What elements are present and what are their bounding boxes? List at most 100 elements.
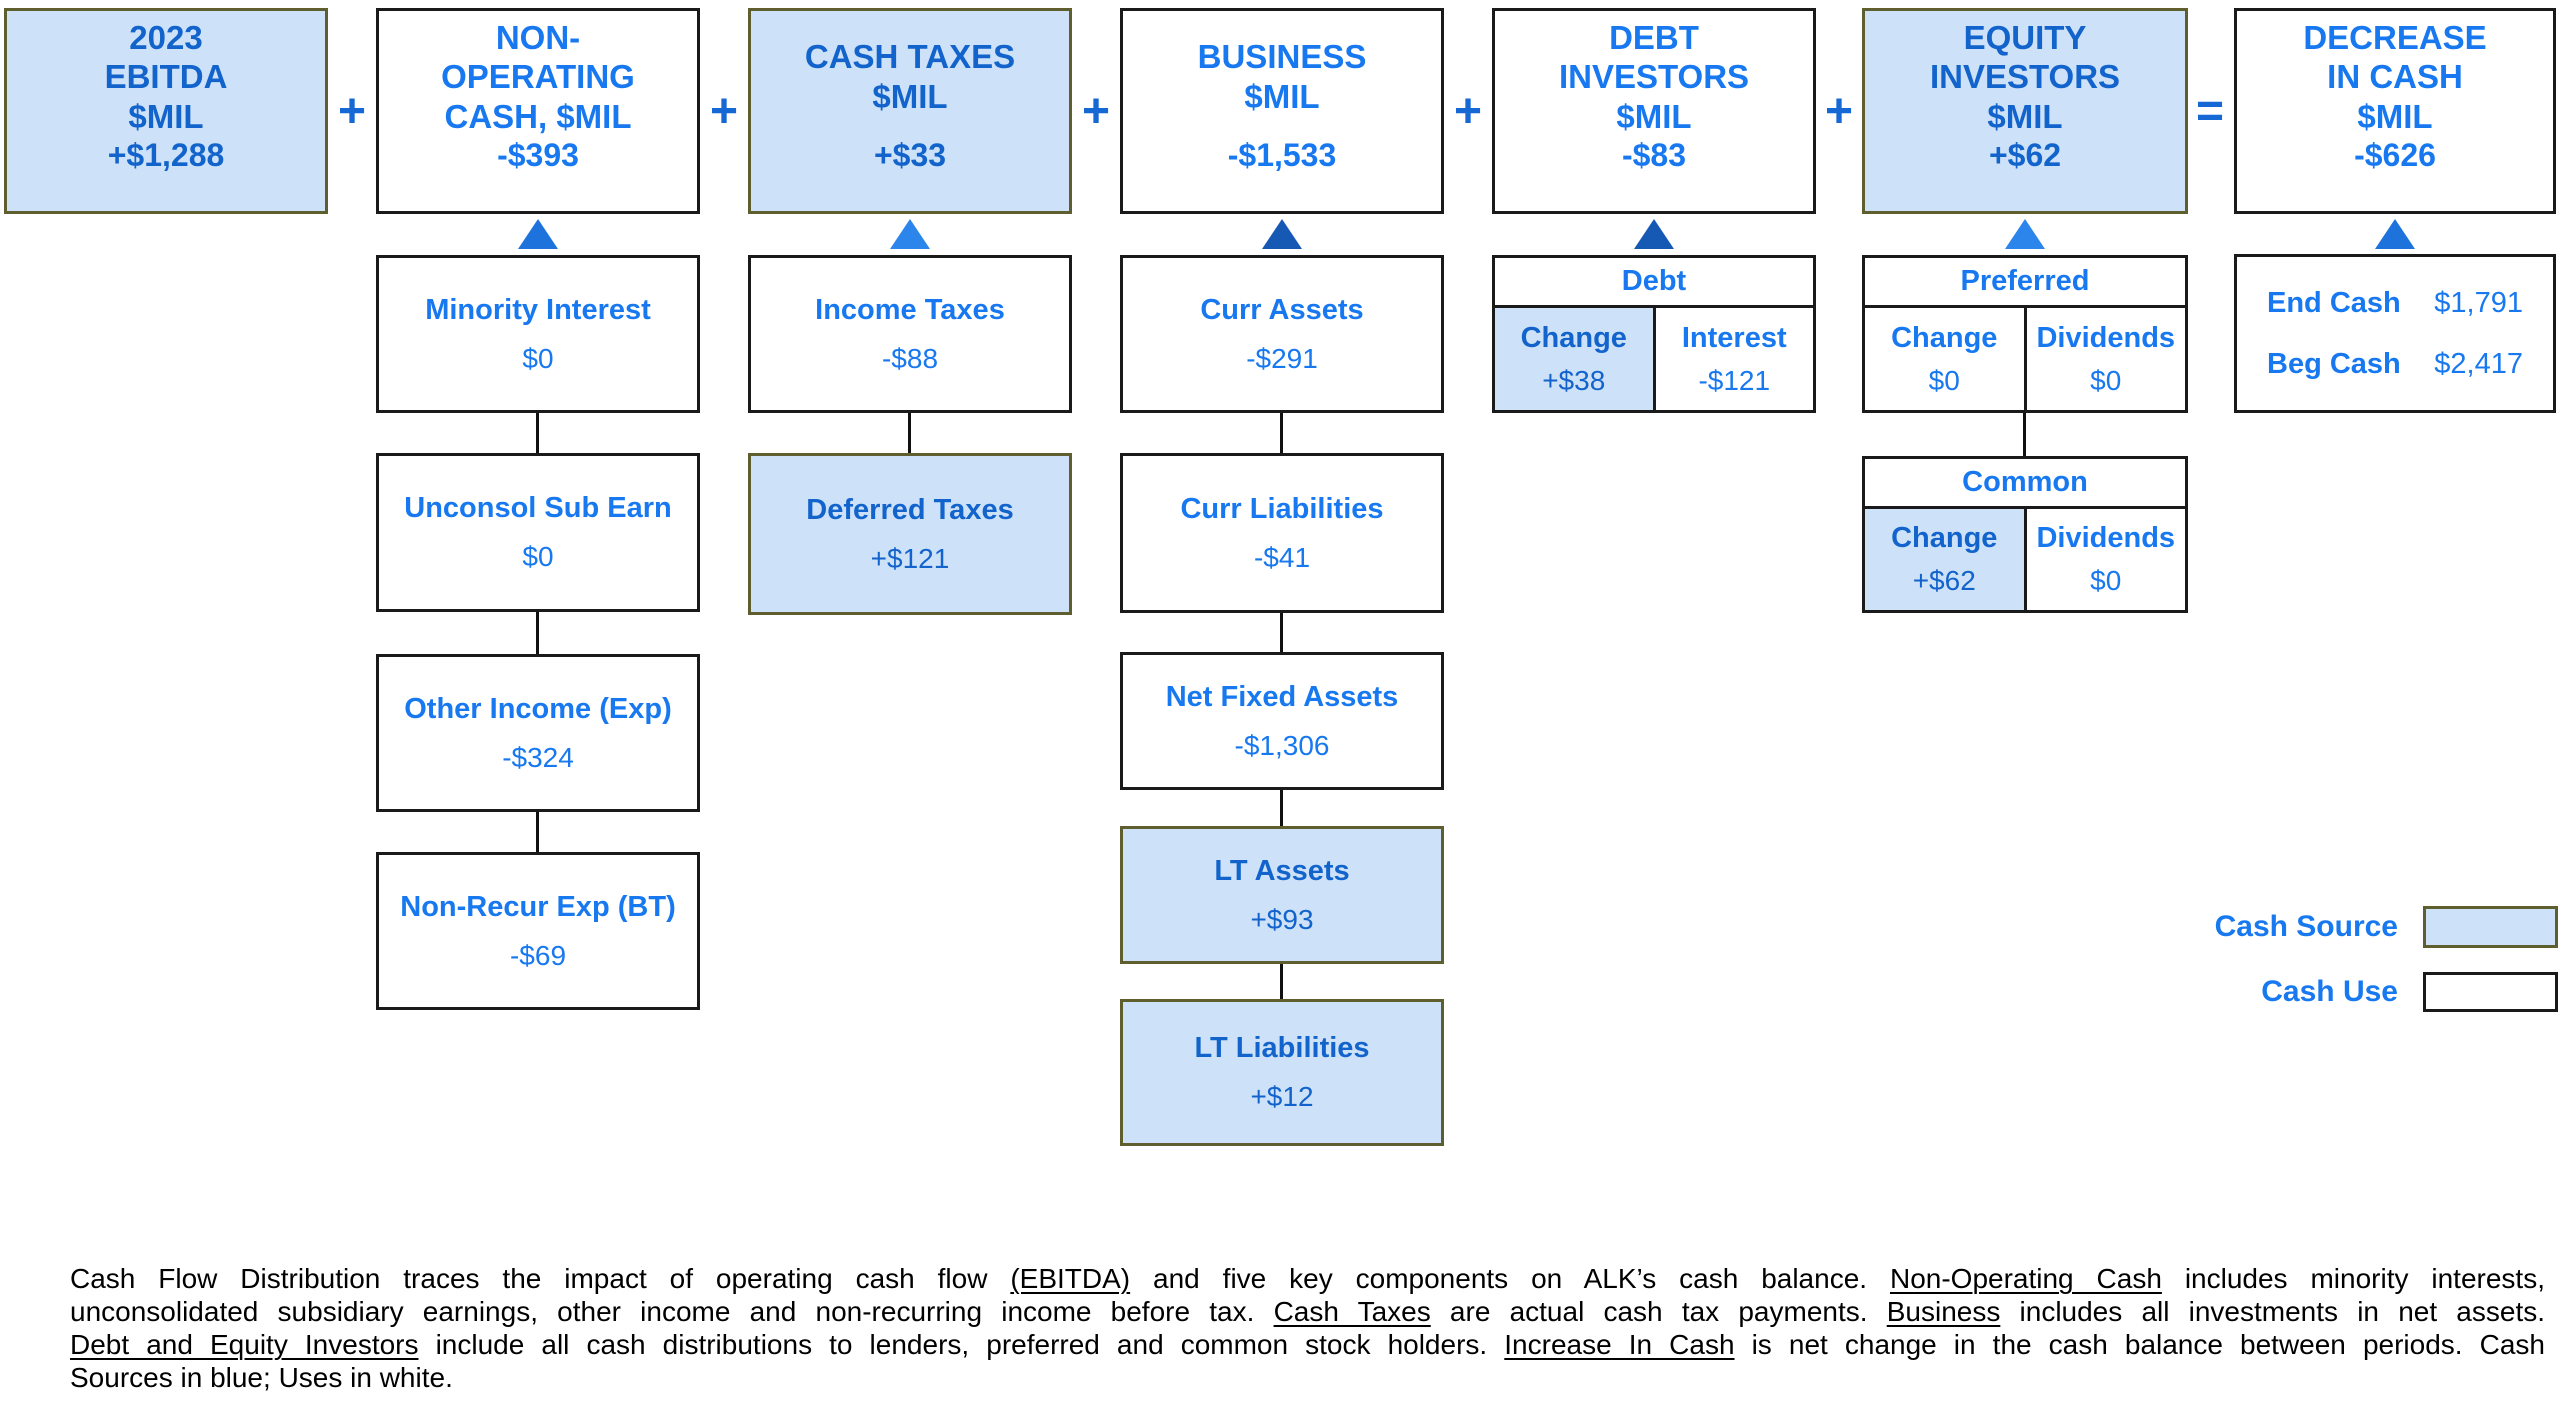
- connector-line: [1280, 790, 1283, 826]
- box-value: +$93: [1250, 903, 1314, 935]
- legend-cash-source-label: Cash Source: [2214, 910, 2398, 943]
- footnote-text: Sources in blue; Uses in white.: [70, 1362, 453, 1393]
- footnote-text: is net change in the cash balance betwee…: [1734, 1329, 2545, 1360]
- box-label: Unconsol Sub Earn: [404, 492, 672, 524]
- connector-line: [536, 413, 539, 453]
- box-value: -$88: [881, 342, 939, 374]
- box-label: LT Liabilities: [1194, 1032, 1370, 1064]
- end-cash-label: End Cash: [2267, 286, 2401, 319]
- cell-change: Change +$38: [1495, 308, 1653, 410]
- footnote-text: unconsolidated subsidiary earnings, othe…: [70, 1296, 1274, 1327]
- preferred-table: Preferred Change $0 Dividends $0: [1862, 255, 2188, 413]
- cell-label: Dividends: [2036, 321, 2176, 354]
- connector-line: [908, 413, 911, 453]
- table-body: Change $0 Dividends $0: [1865, 308, 2185, 410]
- table-header: Debt: [1495, 258, 1813, 308]
- footnote-text-underlined: Non-Operating Cash: [1889, 1263, 2162, 1294]
- cell-label: Change: [1891, 321, 1998, 354]
- beg-cash-row: Beg Cash $2,417: [2267, 348, 2523, 381]
- footnote-text: Cash Flow Distribution traces the impact…: [70, 1263, 1011, 1294]
- box-deferred-taxes: Deferred Taxes +$121: [748, 453, 1072, 615]
- box-value: $0: [522, 342, 554, 374]
- cell-change: Change +$62: [1865, 509, 2024, 610]
- box-value: +$121: [870, 542, 950, 574]
- box-label: Non-Recur Exp (BT): [400, 890, 676, 923]
- box-lt-assets: LT Assets +$93: [1120, 826, 1444, 964]
- box-minority-interest: Minority Interest $0: [376, 255, 700, 413]
- cell-label: Interest: [1681, 321, 1787, 354]
- plus-operator: +: [337, 84, 367, 138]
- box-non-recur-exp-bt: Non-Recur Exp (BT) -$69: [376, 852, 700, 1010]
- arrow-up-icon: [2005, 219, 2045, 249]
- plus-operator: +: [1081, 84, 1111, 138]
- box-net-fixed-assets: Net Fixed Assets -$1,306: [1120, 652, 1444, 790]
- cell-interest: Interest -$121: [1652, 308, 1814, 410]
- top-box-title: DECREASE IN CASH $MIL: [2303, 18, 2487, 135]
- legend-cash-use-label: Cash Use: [2261, 975, 2398, 1008]
- top-box-title: CASH TAXES $MIL: [804, 38, 1016, 115]
- box-label: Income Taxes: [815, 293, 1005, 326]
- end-cash-value: $1,791: [2434, 286, 2523, 319]
- cell-label: Change: [1520, 321, 1627, 354]
- connector-line: [2023, 413, 2026, 456]
- top-box-value: -$393: [497, 137, 579, 173]
- top-box-cash-taxes: CASH TAXES $MIL +$33: [748, 8, 1072, 214]
- arrow-up-icon: [518, 219, 558, 249]
- footnote-text-underlined: Business: [1886, 1296, 2001, 1327]
- cell-dividends: Dividends $0: [2023, 308, 2186, 410]
- arrow-up-icon: [2375, 219, 2415, 249]
- cash-summary-box: End Cash $1,791 Beg Cash $2,417: [2234, 254, 2556, 413]
- common-table: Common Change +$62 Dividends $0: [1862, 456, 2188, 613]
- connector-line: [1280, 964, 1283, 999]
- arrow-up-icon: [1262, 219, 1302, 249]
- box-other-income-exp: Other Income (Exp) -$324: [376, 654, 700, 812]
- arrow-up-icon: [890, 219, 930, 249]
- cell-label: Change: [1891, 522, 1998, 554]
- top-box-equity-investors: EQUITY INVESTORS $MIL +$62: [1862, 8, 2188, 214]
- equals-operator: =: [2195, 84, 2225, 138]
- table-header: Common: [1865, 459, 2185, 509]
- footnote-text: include all cash distributions to lender…: [418, 1329, 1505, 1360]
- connector-line: [536, 612, 539, 654]
- top-box-ebitda: 2023 EBITDA $MIL +$1,288: [4, 8, 328, 214]
- plus-operator: +: [1453, 84, 1483, 138]
- top-box-value: +$33: [873, 137, 947, 173]
- cell-label: Dividends: [2036, 522, 2176, 554]
- footnote-line: unconsolidated subsidiary earnings, othe…: [70, 1295, 2545, 1328]
- beg-cash-label: Beg Cash: [2267, 347, 2401, 380]
- footnote-text-underlined: Cash Taxes: [1273, 1296, 1431, 1327]
- connector-line: [536, 812, 539, 852]
- cell-value: +$62: [1912, 565, 1976, 596]
- cell-value: -$121: [1698, 364, 1771, 396]
- legend-cash-source-swatch: [2423, 906, 2558, 948]
- box-label: Other Income (Exp): [404, 692, 672, 725]
- top-box-debt-investors: DEBT INVESTORS $MIL -$83: [1492, 8, 1816, 214]
- top-box-value: -$83: [1621, 137, 1687, 173]
- cell-dividends: Dividends $0: [2023, 509, 2186, 610]
- box-label: Minority Interest: [425, 293, 651, 326]
- top-box-title: NON- OPERATING CASH, $MIL: [441, 18, 635, 135]
- footnote: Cash Flow Distribution traces the impact…: [70, 1262, 2545, 1394]
- footnote-text: includes minority interests,: [2161, 1263, 2545, 1294]
- box-label: Curr Liabilities: [1180, 492, 1384, 525]
- box-curr-assets: Curr Assets -$291: [1120, 255, 1444, 413]
- table-header: Preferred: [1865, 258, 2185, 308]
- cell-value: $0: [2090, 565, 2122, 596]
- arrow-up-icon: [1634, 219, 1674, 249]
- top-box-business: BUSINESS $MIL -$1,533: [1120, 8, 1444, 214]
- footnote-line: Cash Flow Distribution traces the impact…: [70, 1262, 2545, 1295]
- footnote-line: Sources in blue; Uses in white.: [70, 1361, 2545, 1394]
- cell-value: $0: [2090, 364, 2122, 396]
- box-label: Curr Assets: [1200, 293, 1364, 326]
- connector-line: [1280, 413, 1283, 453]
- box-value: -$1,306: [1234, 729, 1330, 761]
- table-body: Change +$62 Dividends $0: [1865, 509, 2185, 610]
- top-box-title: EQUITY INVESTORS $MIL: [1929, 18, 2121, 135]
- plus-operator: +: [1824, 84, 1854, 138]
- legend-cash-use-swatch: [2423, 972, 2558, 1012]
- box-value: +$12: [1250, 1081, 1314, 1112]
- cell-value: $0: [1928, 364, 1960, 396]
- plus-operator: +: [709, 84, 739, 138]
- table-body: Change +$38 Interest -$121: [1495, 308, 1813, 410]
